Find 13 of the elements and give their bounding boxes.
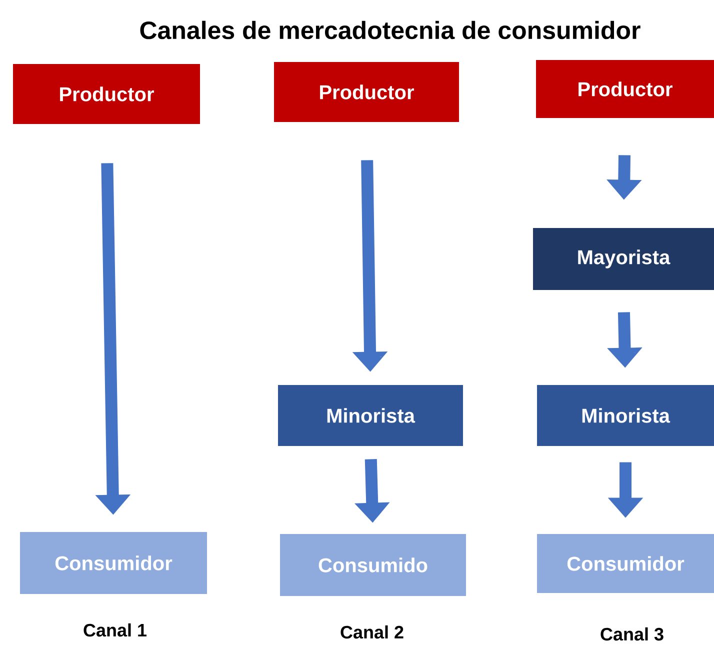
box: Consumidor (20, 532, 207, 594)
box: Consumido (280, 534, 466, 596)
box: Productor (536, 60, 714, 118)
box: Productor (274, 62, 459, 122)
box: Mayorista (533, 228, 714, 290)
channel-label: Canal 1 (84, 623, 146, 637)
box: Minorista (278, 385, 463, 446)
box: Productor (13, 64, 200, 124)
channel-label: Canal 2 (340, 625, 404, 639)
title: Canales de mercadotecnia de consumidor (140, 20, 640, 40)
channel-label: Canal 3 (600, 627, 664, 641)
box: Consumidor (537, 534, 714, 593)
box: Minorista (537, 385, 714, 446)
